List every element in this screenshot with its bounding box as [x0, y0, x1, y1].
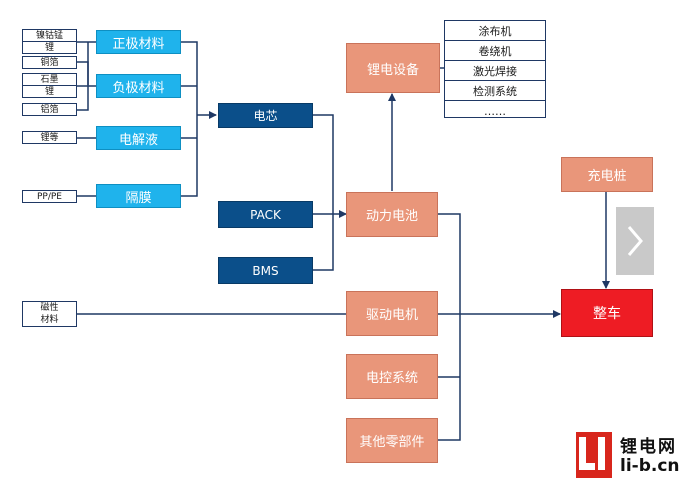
- raw-ncm-lithium-label: 锂: [23, 41, 76, 53]
- pack-box: PACK: [218, 201, 313, 228]
- equipment-box: 锂电设备: [346, 43, 440, 93]
- equipment-item-winder: 卷绕机: [445, 41, 545, 61]
- cell-label: 电芯: [253, 109, 278, 123]
- raw-aluminum-foil-box: 铝箔: [22, 103, 77, 116]
- raw-ncm-box: 镍钴锰 锂: [22, 29, 77, 54]
- line-alfoil-cathode: [77, 42, 89, 111]
- raw-magnetic-label-2: 材料: [40, 315, 59, 325]
- battery-label: 动力电池: [365, 209, 418, 224]
- anode-label: 负极材料: [112, 80, 165, 96]
- chevron-right-icon: [627, 226, 643, 256]
- control-system-label: 电控系统: [365, 371, 418, 386]
- vehicle-label: 整车: [593, 306, 621, 322]
- raw-pp-pe-box: PP/PE: [22, 190, 77, 203]
- raw-graphite-box: 石墨 锂: [22, 73, 77, 98]
- line-material-bus: [181, 41, 198, 197]
- electrolyte-box: 电解液: [96, 126, 181, 150]
- raw-magnetic-label: 磁性: [40, 303, 59, 313]
- cell-box: 电芯: [218, 103, 313, 128]
- logo-mark-icon: [576, 432, 612, 478]
- raw-pp-pe-label: PP/PE: [36, 191, 62, 202]
- next-slide-button[interactable]: [616, 207, 654, 275]
- bms-box: BMS: [218, 257, 313, 284]
- battery-box: 动力电池: [346, 192, 438, 237]
- anode-box: 负极材料: [96, 74, 181, 98]
- charger-label: 充电桩: [587, 169, 627, 184]
- raw-copper-foil-label: 铜箔: [40, 57, 59, 68]
- raw-ncm-label: 镍钴锰: [35, 30, 63, 41]
- line-cell-battery: [313, 114, 334, 271]
- equipment-label: 锂电设备: [366, 62, 419, 78]
- raw-graphite-lithium-label: 锂: [23, 85, 76, 97]
- raw-graphite-label: 石墨: [40, 74, 59, 85]
- other-parts-label: 其他零部件: [359, 435, 425, 450]
- raw-lithium-box: 锂等: [22, 131, 77, 144]
- logo-url-text: li-b.cn: [620, 456, 680, 476]
- control-system-box: 电控系统: [346, 354, 438, 399]
- motor-label: 驱动电机: [365, 308, 418, 323]
- site-logo: 锂电网 li-b.cn: [576, 432, 690, 478]
- electrolyte-label: 电解液: [118, 132, 158, 148]
- other-parts-box: 其他零部件: [346, 418, 438, 463]
- motor-box: 驱动电机: [346, 291, 438, 336]
- line-copper-anode: [77, 61, 89, 85]
- logo-chinese-text: 锂电网: [620, 437, 677, 457]
- vehicle-box: 整车: [561, 289, 653, 337]
- raw-magnetic-box: 磁性 材料: [22, 301, 77, 327]
- cathode-label: 正极材料: [112, 36, 165, 52]
- charger-box: 充电桩: [561, 157, 653, 192]
- equipment-item-laser-welding: 激光焊接: [445, 61, 545, 81]
- bms-label: BMS: [252, 263, 279, 278]
- separator-label: 隔膜: [125, 190, 152, 206]
- pack-label: PACK: [250, 207, 281, 222]
- raw-aluminum-foil-label: 铝箔: [40, 104, 59, 115]
- separator-box: 隔膜: [96, 184, 181, 208]
- equipment-item-coater: 涂布机: [445, 21, 545, 41]
- equipment-item-inspection: 检测系统: [445, 81, 545, 101]
- equipment-list: 涂布机 卷绕机 激光焊接 检测系统 ……: [444, 20, 546, 118]
- equipment-item-more: ……: [484, 104, 506, 118]
- raw-lithium-label: 锂等: [40, 132, 59, 143]
- line-components-bus: [438, 213, 461, 441]
- raw-copper-foil-box: 铜箔: [22, 56, 77, 69]
- cathode-box: 正极材料: [96, 30, 181, 54]
